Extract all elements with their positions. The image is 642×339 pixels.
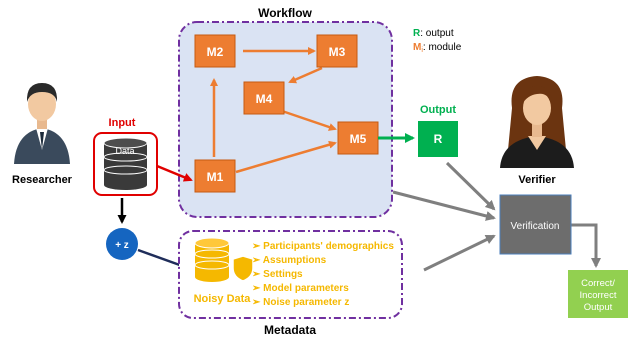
verification-edges <box>392 161 601 272</box>
module-m4: M4 <box>243 81 285 115</box>
edge-m4-m5 <box>281 109 337 131</box>
result-line-2: Incorrect <box>580 290 617 301</box>
verification-label: Verification <box>511 221 560 232</box>
verifier-avatar <box>500 76 574 168</box>
module-m5: M5 <box>337 121 379 155</box>
output-box: R <box>418 121 458 157</box>
metadata-container <box>178 230 403 319</box>
edge-verification-result <box>570 223 601 268</box>
noisy-database-icon <box>194 237 230 282</box>
verification-box: Verification <box>499 194 572 255</box>
module-m2-label: M2 <box>207 45 224 59</box>
metadata-item: ➢ Settings <box>252 269 303 280</box>
verifier-label: Verifier <box>518 174 556 186</box>
workflow-edges <box>210 47 337 174</box>
result-box: Correct/ Incorrect Output <box>568 270 628 318</box>
result-line-1: Correct/ <box>581 278 615 289</box>
noise-node: + z <box>106 228 138 260</box>
metadata-item: ➢ Participants' demographics <box>252 241 394 252</box>
shield-icon <box>232 255 254 282</box>
edge-metadata-verification <box>423 234 496 272</box>
noise-label: + z <box>115 240 129 251</box>
edge-input-m1 <box>156 164 193 182</box>
database-icon <box>103 137 148 190</box>
researcher-label: Researcher <box>12 174 73 186</box>
edge-m3-m4 <box>288 66 323 84</box>
noisy-data-label: Noisy Data <box>194 293 252 305</box>
metadata-item: ➢ Model parameters <box>252 283 349 294</box>
module-m2: M2 <box>194 34 236 68</box>
legend-module: Mi: module <box>413 42 462 54</box>
output-box-label: R <box>434 132 443 146</box>
edge-output-verification <box>445 161 496 211</box>
module-m1-label: M1 <box>207 170 224 184</box>
result-line-3: Output <box>584 302 613 313</box>
input-label: Input <box>109 117 136 129</box>
legend-output: R: output <box>413 28 454 39</box>
module-m4-label: M4 <box>256 92 273 106</box>
metadata-list: ➢ Participants' demographics ➢ Assumptio… <box>252 241 394 308</box>
edge-m1-m5 <box>235 140 337 174</box>
output-label: Output <box>420 104 456 116</box>
input-data-label: Data <box>115 146 134 156</box>
metadata-item: ➢ Noise parameter z <box>252 297 349 308</box>
module-m1: M1 <box>194 159 236 193</box>
researcher-avatar <box>14 83 70 164</box>
module-m3: M3 <box>316 34 358 68</box>
module-m5-label: M5 <box>350 132 367 146</box>
metadata-item: ➢ Assumptions <box>252 255 327 266</box>
edge-workflow-verification <box>392 190 496 221</box>
legend: R: output Mi: module <box>413 28 462 54</box>
workflow-title: Workflow <box>258 6 312 20</box>
module-m3-label: M3 <box>329 45 346 59</box>
metadata-title: Metadata <box>264 323 316 337</box>
